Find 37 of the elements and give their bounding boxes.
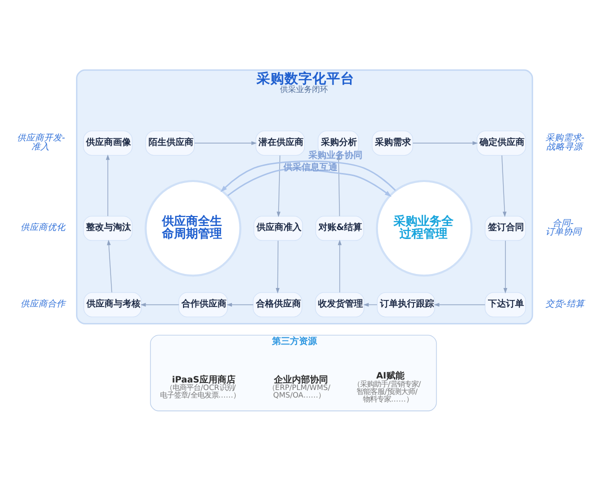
arrow <box>194 140 257 145</box>
node-box: 对账&结算 <box>315 215 364 240</box>
arrow <box>140 302 180 306</box>
node-box: 下达订单 <box>484 292 526 317</box>
arrow <box>502 154 506 217</box>
arrow <box>434 302 486 306</box>
node-box: 合作供应商 <box>178 292 228 317</box>
arrow <box>227 168 392 196</box>
node-box: 订单执行跟踪 <box>376 292 436 317</box>
label: 供应商优化 <box>20 222 66 232</box>
arrow <box>338 239 342 292</box>
node-box: 供应商画像 <box>83 130 132 156</box>
node-box: 供应商准入 <box>254 215 303 240</box>
label: 采购需求-战略寻源 <box>545 133 584 152</box>
label: 供应商合作 <box>20 298 66 309</box>
arrow <box>412 140 478 145</box>
label: 合同-订单协同 <box>545 218 582 238</box>
label: 交货-结算 <box>545 298 584 309</box>
node-box: 合格供应商 <box>252 292 302 317</box>
arrow <box>106 239 112 292</box>
arrow <box>220 160 396 192</box>
arrow <box>276 154 280 217</box>
node-box: 潜在供应商 <box>256 130 305 156</box>
node-box: 供应商与考核 <box>83 292 142 317</box>
node-box: 整改与淘汰 <box>83 215 132 240</box>
node-box: 收发货管理 <box>315 292 364 317</box>
node-circle: 采购业务全过程管理 <box>376 179 473 276</box>
arrow <box>226 302 254 306</box>
node-box: 签订合同 <box>484 215 526 240</box>
node-box: 陌生供应商 <box>145 130 195 156</box>
arrow <box>276 240 280 293</box>
node-box: 采购需求 <box>372 130 414 156</box>
node-box: 确定供应商 <box>476 130 526 156</box>
arrow <box>503 240 508 293</box>
arrow <box>106 154 110 216</box>
node-circle: 供应商全生命周期管理 <box>144 179 242 276</box>
label: 供应商开发-准入 <box>16 133 66 152</box>
